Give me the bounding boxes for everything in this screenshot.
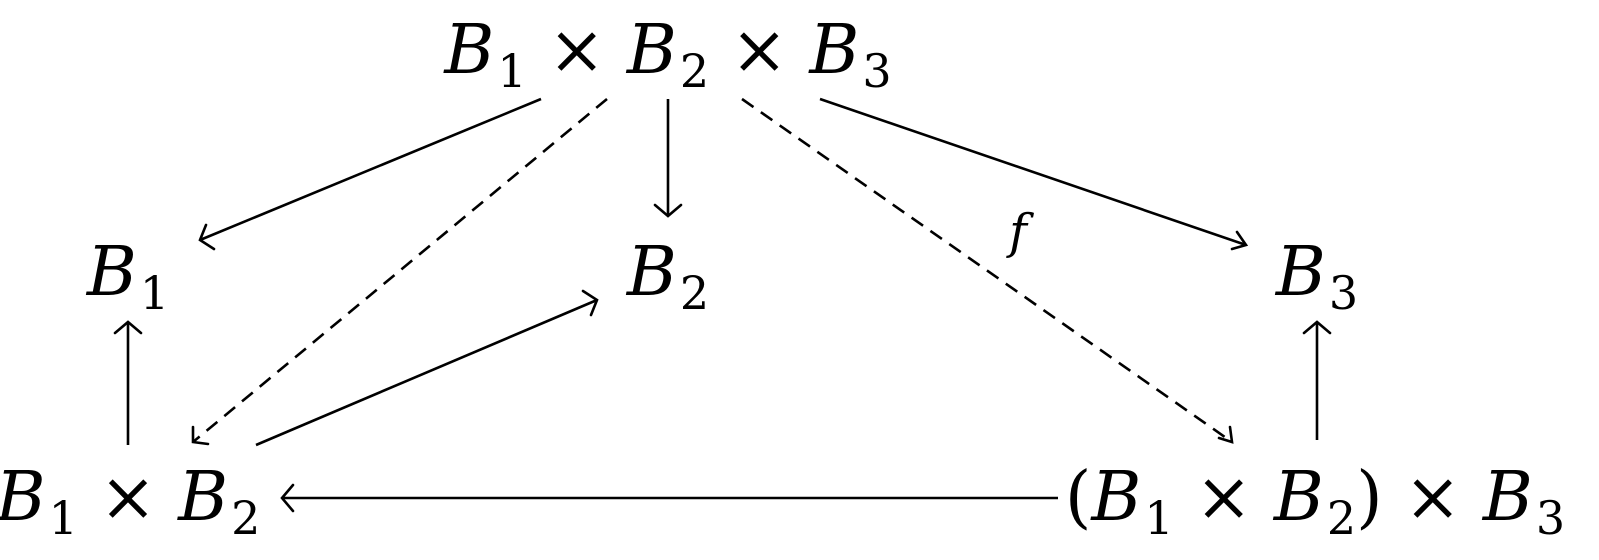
arrowhead — [581, 289, 599, 317]
edge-b12-to-b2 — [255, 289, 599, 447]
node-b1: B1 — [85, 233, 169, 320]
edge-label-f: f — [1006, 204, 1034, 260]
arrowhead — [191, 425, 210, 446]
arrowhead — [653, 203, 683, 218]
edge-b12-3-to-b3 — [1302, 320, 1332, 440]
node-b2: B2 — [625, 233, 709, 320]
arrowhead — [1230, 230, 1249, 251]
arrowhead — [1217, 425, 1234, 444]
arrowhead — [1302, 320, 1332, 335]
node-b1-b2-b3: B1 × B2 × B3 — [442, 11, 891, 98]
edge-b12-to-b1 — [113, 320, 143, 445]
edge-b123-to-b12-3-dashed — [741, 97, 1234, 444]
arrowhead — [198, 223, 216, 251]
node-b1-b2: B1 × B2 — [0, 458, 260, 545]
arrowhead — [280, 483, 295, 513]
edge-b123-to-b2 — [653, 99, 683, 218]
node-b1-b2-paren-b3: (B1 × B2) × B3 — [1065, 458, 1565, 545]
arrowhead — [113, 320, 143, 335]
node-b3: B3 — [1274, 233, 1358, 320]
edge-b123-to-b1 — [198, 97, 542, 251]
edge-b12-3-to-b12 — [280, 483, 1058, 513]
edge-b123-to-b12-dashed — [191, 97, 608, 446]
edge-b123-to-b3 — [819, 97, 1249, 251]
